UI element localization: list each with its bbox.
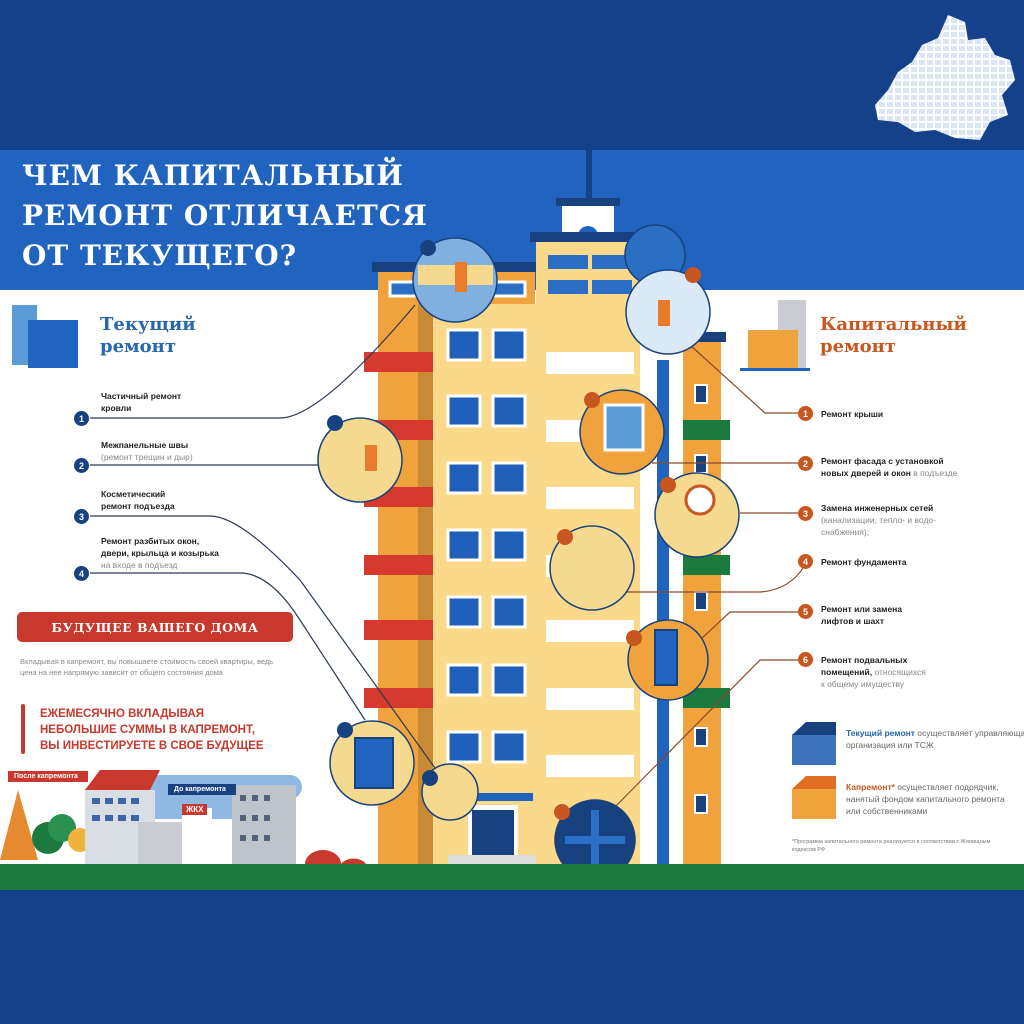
future-paragraph: Вкладывая в капремонт, вы повышаете стои… bbox=[20, 657, 274, 677]
item-title: двери, крыльца и козырька bbox=[101, 548, 219, 558]
current-item-2: Межпанельные швы (ремонт трещин и дыр) bbox=[101, 439, 193, 463]
callout-bar bbox=[21, 704, 25, 754]
item-tail: в подъезде bbox=[910, 468, 958, 478]
item-subtitle: к общему имуществу bbox=[821, 679, 905, 689]
capital-item-1-number: 1 bbox=[798, 406, 813, 421]
future-banner: БУДУЩЕЕ ВАШЕГО ДОМА bbox=[17, 612, 293, 642]
capital-item-1: Ремонт крыши bbox=[821, 408, 883, 420]
item-title: Ремонт разбитых окон, bbox=[101, 536, 200, 546]
item-tail: относящихся bbox=[872, 667, 926, 677]
region-map-icon bbox=[875, 15, 1015, 140]
capital-item-5-number: 5 bbox=[798, 604, 813, 619]
footnote: *Программа капитального ремонта реализуе… bbox=[792, 839, 991, 853]
after-repair-tag: После капремонта bbox=[8, 771, 88, 782]
item-title: Ремонт или замена bbox=[821, 604, 903, 614]
legend-current: Текущий ремонт осуществляет управляющая … bbox=[846, 727, 1024, 751]
legend-capital: Капремонт* осуществляет подрядчик, нанят… bbox=[846, 781, 1021, 817]
item-title: Ремонт крыши bbox=[821, 409, 884, 419]
legend-capital-bold: Капремонт* bbox=[846, 782, 895, 792]
capital-item-4: Ремонт фундамента bbox=[821, 556, 906, 568]
item-title: Ремонт подвальных bbox=[821, 655, 908, 665]
legend-current-bold: Текущий ремонт bbox=[846, 728, 915, 738]
item-title: Ремонт фасада с установкой bbox=[821, 456, 944, 466]
capital-item-6: Ремонт подвальных помещений, относящихся… bbox=[821, 654, 926, 690]
current-item-3: Косметический ремонт подъезда bbox=[101, 488, 175, 512]
capital-repair-heading: Капитальный ремонт bbox=[820, 314, 967, 358]
item-subtitle: на входе в подъезд bbox=[101, 560, 178, 570]
item-title: ремонт подъезда bbox=[101, 501, 175, 511]
item-title: новых дверей и окон bbox=[821, 468, 911, 478]
title-line: ЧЕМ КАПИТАЛЬНЫЙ bbox=[22, 159, 404, 192]
ground-strip bbox=[0, 864, 1024, 890]
callout-line: НЕБОЛЬШИЕ СУММЫ В КАПРЕМОНТ, bbox=[40, 724, 256, 736]
top-band bbox=[0, 0, 1024, 150]
item-subtitle: (ремонт трещин и дыр) bbox=[101, 452, 193, 462]
current-item-4-number: 4 bbox=[74, 566, 89, 581]
callout-line: ВЫ ИНВЕСТИРУЕТЕ В СВОЕ БУДУЩЕЕ bbox=[40, 740, 264, 752]
item-title: Межпанельные швы bbox=[101, 440, 189, 450]
current-item-2-number: 2 bbox=[74, 458, 89, 473]
item-title: Замена инженерных сетей bbox=[821, 503, 934, 513]
heading-line: Текущий bbox=[100, 314, 196, 335]
item-title: Косметический bbox=[101, 489, 166, 499]
heading-line: Капитальный bbox=[820, 314, 967, 335]
callout-line: ЕЖЕМЕСЯЧНО ВКЛАДЫВАЯ bbox=[40, 708, 204, 720]
bottom-band bbox=[0, 890, 1024, 1024]
item-subtitle: снабжения); bbox=[821, 527, 870, 537]
item-title: Ремонт фундамента bbox=[821, 557, 907, 567]
capital-item-4-number: 4 bbox=[798, 554, 813, 569]
before-repair-tag: До капремонта bbox=[168, 784, 236, 795]
capital-item-5: Ремонт или замена лифтов и шахт bbox=[821, 603, 902, 627]
capital-item-2-number: 2 bbox=[798, 456, 813, 471]
future-callout: ЕЖЕМЕСЯЧНО ВКЛАДЫВАЯ НЕБОЛЬШИЕ СУММЫ В К… bbox=[40, 706, 264, 754]
current-item-4: Ремонт разбитых окон, двери, крыльца и к… bbox=[101, 535, 219, 571]
page-title: ЧЕМ КАПИТАЛЬНЫЙ РЕМОНТ ОТЛИЧАЕТСЯ ОТ ТЕК… bbox=[22, 156, 428, 276]
legend-current-text: осуществляет управляющая организация или… bbox=[846, 728, 1024, 750]
heading-line: ремонт bbox=[820, 336, 897, 357]
item-title: Частичный ремонт bbox=[101, 391, 182, 401]
current-item-3-number: 3 bbox=[74, 509, 89, 524]
title-line: ОТ ТЕКУЩЕГО? bbox=[22, 239, 298, 272]
item-subtitle: (канализации, тепло- и водо- bbox=[821, 515, 936, 525]
current-item-1-number: 1 bbox=[74, 411, 89, 426]
capital-item-2: Ремонт фасада с установкой новых дверей … bbox=[821, 455, 957, 479]
item-title: лифтов и шахт bbox=[821, 616, 885, 626]
heading-line: ремонт bbox=[100, 336, 177, 357]
housing-office-sign: ЖКХ bbox=[182, 804, 208, 815]
current-repair-heading: Текущий ремонт bbox=[100, 314, 196, 358]
capital-item-3: Замена инженерных сетей (канализации, те… bbox=[821, 502, 936, 538]
legend-capital-text: осуществляет подрядчик, нанятый фондом к… bbox=[846, 782, 1005, 816]
item-title: кровли bbox=[101, 403, 132, 413]
title-line: РЕМОНТ ОТЛИЧАЕТСЯ bbox=[22, 199, 428, 232]
capital-item-6-number: 6 bbox=[798, 652, 813, 667]
current-item-1: Частичный ремонт кровли bbox=[101, 390, 181, 414]
item-title: помещений, bbox=[821, 667, 873, 677]
capital-item-3-number: 3 bbox=[798, 506, 813, 521]
